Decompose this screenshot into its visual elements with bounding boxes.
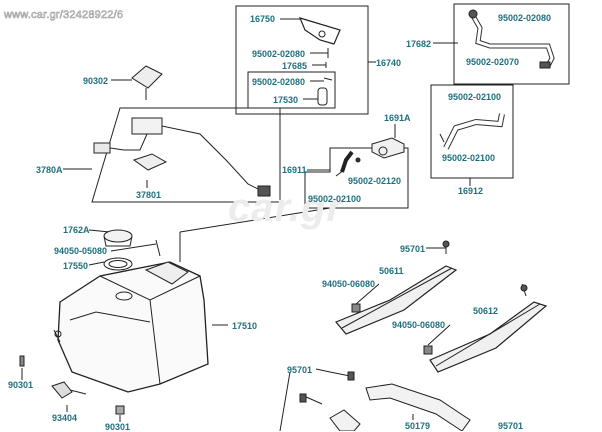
label-94050-06080-a: 94050-06080 [322,279,376,289]
label-50611: 50611 [379,266,404,276]
label-95002-02100-c: 95002-02100 [442,153,496,163]
label-1762A: 1762A [63,225,90,235]
label-17530: 17530 [273,95,299,105]
label-90302: 90302 [83,76,109,86]
watermark-logo: car.gr [228,186,343,230]
label-16750: 16750 [250,14,276,24]
label-17550: 17550 [63,261,89,271]
label-50612: 50612 [473,306,499,316]
label-37801: 37801 [136,190,162,200]
label-17685: 17685 [282,61,308,71]
label-50179: 50179 [405,421,431,431]
label-95002-02080-c: 95002-02080 [498,13,552,23]
label-3780A: 3780A [36,165,63,175]
box-17530-subgroup [247,71,336,109]
label-93404: 93404 [52,413,78,423]
label-95701-c: 95701 [498,421,524,431]
label-95002-02080-b: 95002-02080 [252,77,306,87]
box-16740-group [235,5,369,115]
box-16912-group [430,84,514,179]
label-16912: 16912 [458,186,484,196]
box-17682-group [453,3,570,85]
label-95002-02120: 95002-02120 [348,176,402,186]
label-95701-a: 95701 [400,244,426,254]
label-90301-a: 90301 [8,380,34,390]
box-16911-group [304,147,409,209]
label-90301-b: 90301 [105,422,131,432]
label-95002-02080-a: 95002-02080 [252,49,306,59]
label-95002-02070: 95002-02070 [466,57,520,67]
label-94050-05080: 94050-05080 [54,246,108,256]
watermark-url: www.car.gr/32428922/6 [4,9,124,22]
box-3780A-group [91,107,281,203]
label-95002-02100-b: 95002-02100 [308,194,362,204]
label-1691A: 1691A [384,113,411,123]
label-17510: 17510 [232,321,258,331]
label-95701-b: 95701 [287,365,313,375]
label-16740: 16740 [376,58,402,68]
label-16911: 16911 [282,165,307,175]
label-17682: 17682 [406,39,432,49]
label-95002-02100-a: 95002-02100 [448,92,502,102]
label-94050-06080-b: 94050-06080 [392,320,446,330]
